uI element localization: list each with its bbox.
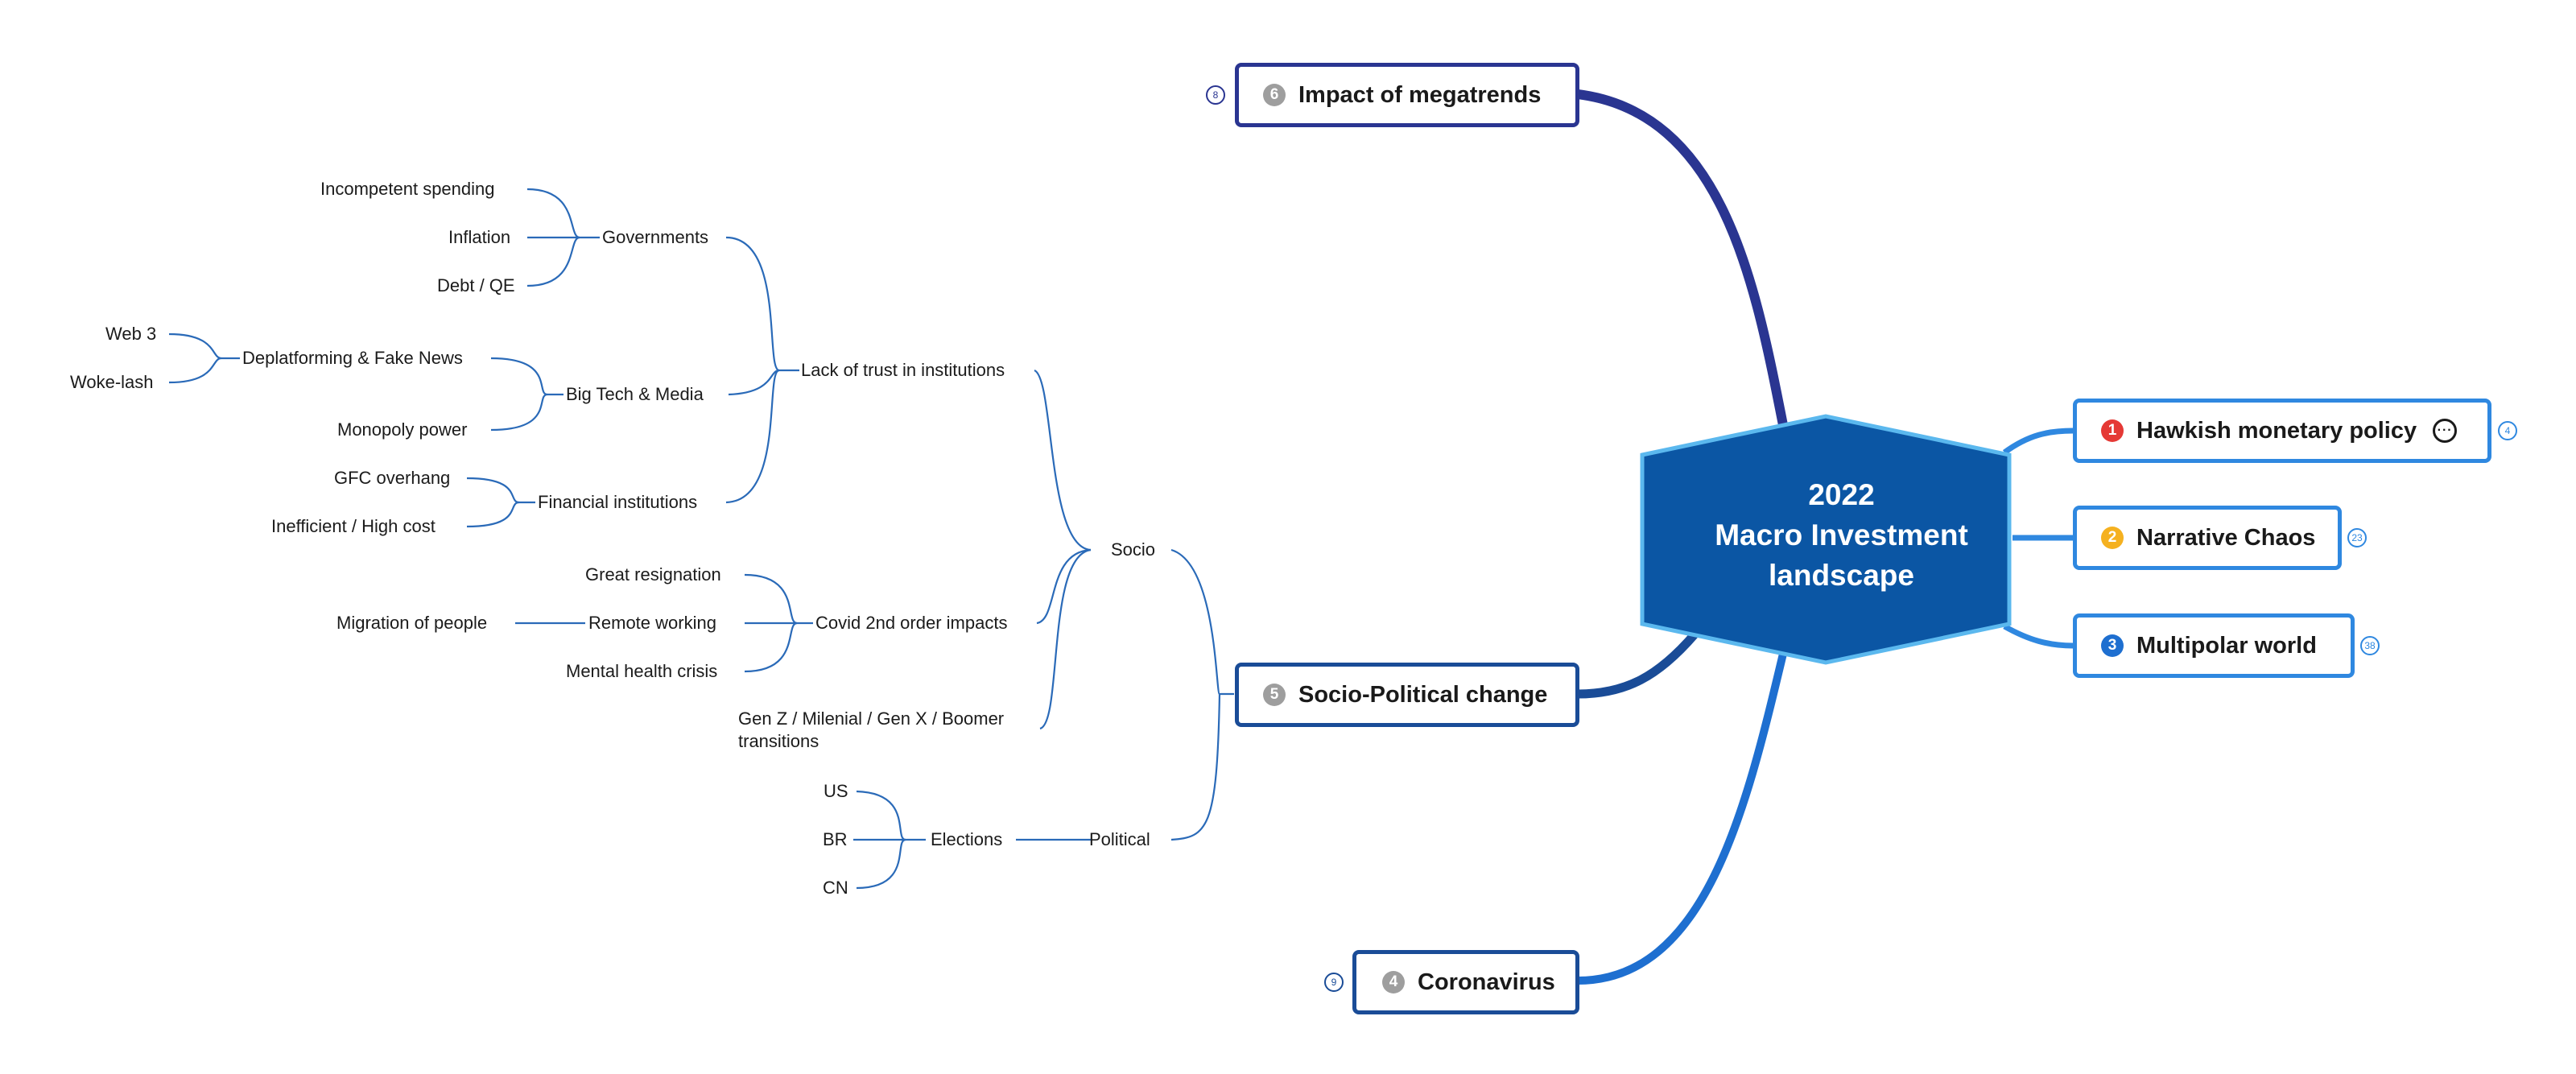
branch-financial-institutions[interactable]: Financial institutions [538, 492, 698, 512]
branch-generations[interactable]: Gen Z / Milenial / Gen X / Boomer transi… [738, 708, 1005, 751]
topic-label: Coronavirus [1418, 969, 1555, 995]
topic-label: Hawkish monetary policy [2136, 417, 2417, 444]
topic-label: Narrative Chaos [2136, 524, 2316, 551]
branch-lack-of-trust[interactable]: Lack of trust in institutions [801, 360, 1005, 380]
leaf-web3[interactable]: Web 3 [105, 324, 157, 344]
leaf-inefficient-high-cost[interactable]: Inefficient / High cost [271, 516, 436, 536]
central-topic-title: 2022 Macro Investment landscape [1642, 475, 2041, 596]
central-topic-line-3: landscape [1769, 559, 1914, 592]
leaf-gfc-overhang[interactable]: GFC overhang [334, 468, 451, 488]
branch-big-tech-media[interactable]: Big Tech & Media [566, 384, 704, 404]
central-topic-line-2: Macro Investment [1715, 518, 1968, 551]
connector-hawkish [2002, 428, 2074, 455]
topic-socio-political-change[interactable]: 5 Socio-Political change [1235, 663, 1579, 727]
more-options-icon[interactable]: ··· [2433, 419, 2458, 443]
leaf-debt-qe[interactable]: Debt / QE [437, 275, 515, 295]
central-topic-hexagon[interactable] [1640, 414, 2012, 665]
topic-number-1-icon: 1 [2101, 419, 2124, 442]
branch-governments[interactable]: Governments [602, 227, 709, 247]
topic-number-2-icon: 2 [2101, 527, 2124, 549]
branch-covid-impacts[interactable]: Covid 2nd order impacts [815, 613, 1008, 633]
leaf-great-resignation[interactable]: Great resignation [585, 564, 721, 585]
leaf-migration-of-people[interactable]: Migration of people [336, 613, 488, 633]
connector-socio-political [1573, 630, 1699, 699]
connector-coronavirus [1574, 650, 1787, 985]
collapsed-count-badge[interactable]: 23 [2347, 528, 2367, 547]
topic-label: Multipolar world [2136, 632, 2317, 659]
branch-political[interactable]: Political [1089, 829, 1150, 849]
central-topic-line-1: 2022 [1808, 478, 1875, 511]
topic-label: Impact of megatrends [1298, 81, 1542, 108]
topic-multipolar-world[interactable]: 3 Multipolar world [2073, 613, 2355, 678]
branch-elections[interactable]: Elections [931, 829, 1003, 849]
collapsed-count-badge[interactable]: 38 [2360, 636, 2380, 655]
collapsed-count-badge[interactable]: 8 [1206, 85, 1225, 105]
topic-coronavirus[interactable]: 4 Coronavirus [1352, 950, 1579, 1014]
topic-narrative-chaos[interactable]: 2 Narrative Chaos [2073, 506, 2342, 570]
leaf-monopoly-power[interactable]: Monopoly power [337, 419, 468, 440]
branch-socio[interactable]: Socio [1111, 539, 1156, 560]
leaf-cn[interactable]: CN [823, 878, 848, 898]
collapsed-count-badge[interactable]: 9 [1324, 973, 1344, 992]
branch-deplatforming[interactable]: Deplatforming & Fake News [242, 348, 463, 368]
leaf-mental-health-crisis[interactable]: Mental health crisis [566, 661, 718, 681]
topic-impact-of-megatrends[interactable]: 6 Impact of megatrends [1235, 63, 1579, 127]
topic-hawkish-monetary-policy[interactable]: 1 Hawkish monetary policy ··· [2073, 399, 2491, 463]
collapsed-count-badge[interactable]: 4 [2498, 421, 2517, 440]
topic-number-5-icon: 5 [1263, 684, 1286, 706]
leaf-inflation[interactable]: Inflation [448, 227, 511, 247]
branch-remote-working[interactable]: Remote working [588, 613, 716, 633]
leaf-wokelash[interactable]: Woke-lash [70, 372, 154, 392]
leaf-us[interactable]: US [824, 781, 848, 801]
connector-multipolar [2003, 623, 2074, 649]
connector-megatrends [1573, 89, 1788, 430]
topic-number-3-icon: 3 [2101, 634, 2124, 657]
leaf-br[interactable]: BR [823, 829, 848, 849]
topic-number-6-icon: 6 [1263, 84, 1286, 106]
topic-number-4-icon: 4 [1382, 971, 1405, 993]
leaf-incompetent-spending[interactable]: Incompetent spending [320, 179, 495, 199]
topic-label: Socio-Political change [1298, 681, 1548, 708]
